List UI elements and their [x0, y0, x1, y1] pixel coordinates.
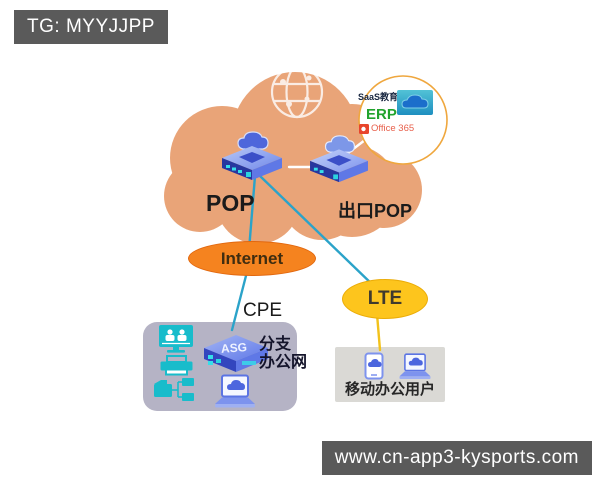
- asg-device-icon: ASG: [200, 328, 272, 376]
- branch-label: 分支 办公网: [259, 336, 307, 372]
- exit-pop-label: 出口POP: [338, 201, 413, 221]
- mobile-laptop-icon: [394, 353, 436, 381]
- branch-label-line1: 分支: [259, 336, 292, 353]
- pop-router-icon: [219, 127, 285, 185]
- saas-label: SaaS教育: [358, 92, 399, 102]
- branch-laptop-icon: [212, 374, 258, 410]
- pop-label: POP: [206, 190, 255, 216]
- office365-icon: [359, 123, 369, 134]
- office365-row: Office 365: [359, 123, 414, 134]
- printer-icon: [159, 355, 194, 376]
- asg-label: ASG: [221, 340, 248, 356]
- cpe-label: CPE: [243, 300, 283, 321]
- url-badge: www.cn-app3-kysports.com: [321, 441, 592, 475]
- internet-label: Internet: [220, 248, 284, 268]
- video-monitor-icon: [158, 324, 194, 354]
- saas-circle-border: [358, 75, 448, 165]
- lte-ellipse: LTE: [342, 279, 428, 319]
- smartphone-icon: [364, 352, 384, 380]
- erp-label: ERP: [366, 106, 397, 123]
- lte-label: LTE: [367, 288, 403, 309]
- tag-badge: TG: MYYJJPP: [14, 10, 168, 44]
- cloud-service-image: [397, 90, 433, 115]
- office365-label: Office 365: [371, 123, 415, 134]
- mobile-users-label: 移动办公用户: [344, 381, 435, 398]
- internet-ellipse: Internet: [188, 241, 316, 276]
- folder-tree-icon: [153, 377, 196, 403]
- globe-icon: [270, 65, 324, 119]
- exit-pop-router-icon: [307, 131, 371, 187]
- branch-label-line2: 办公网: [259, 354, 308, 371]
